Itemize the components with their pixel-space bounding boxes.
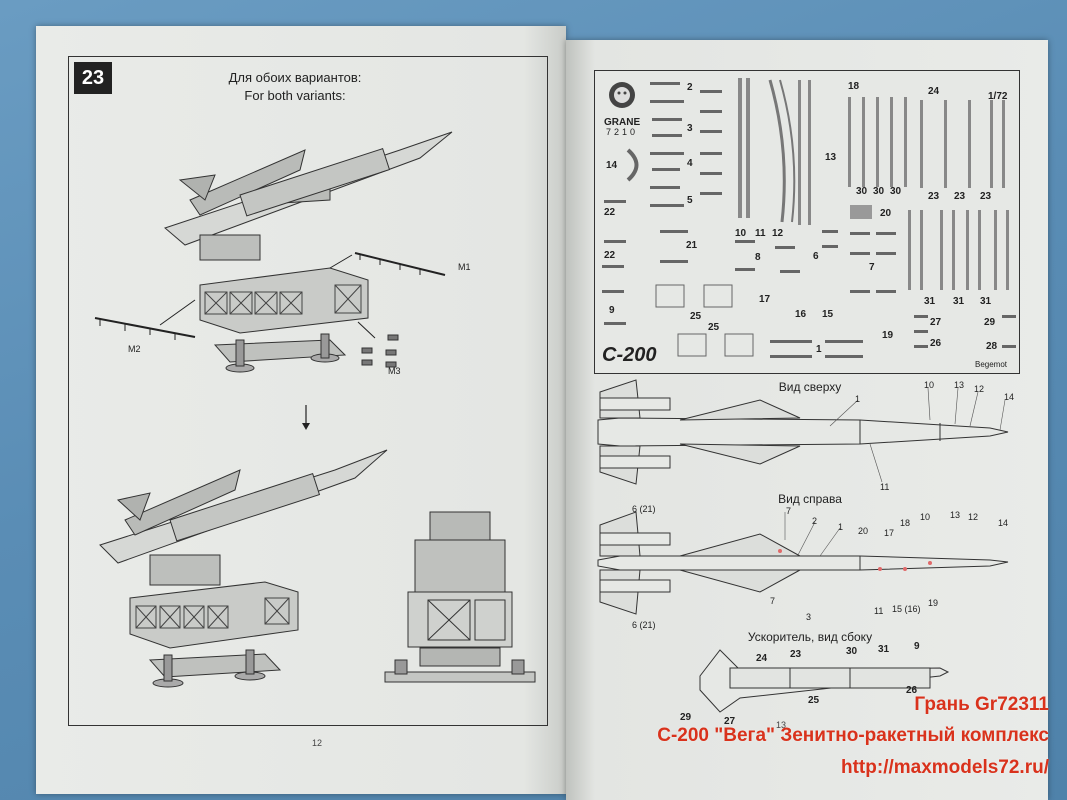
booster-callout: 25 [808,695,820,706]
side-callout: 7 [786,506,792,516]
decal-number: 25 [690,311,702,322]
watermark-kit-title: С-200 "Вега" Зенитно-ракетный комплекс [657,725,1049,746]
decal-number: 30 [873,186,885,197]
watermark-url[interactable]: http://maxmodels72.ru/ [841,757,1049,778]
decal-number: 29 [984,317,996,328]
decal-number: 1 [816,344,822,355]
top-callout: 1 [855,394,861,404]
decal-number: 22 [604,250,616,261]
decal-sheet-title: С-200 [602,344,657,366]
decal-number: 2 [687,82,693,93]
decal-number: 30 [856,186,868,197]
booster-callout: 29 [680,712,692,723]
decal-number: 19 [882,330,894,341]
decal-number: 14 [606,160,618,171]
view-top-title: Вид сверху [778,380,842,394]
top-callout: 12 [974,384,985,394]
side-callout: 15 (16) [892,604,921,614]
watermark-brand: Грань Gr72311 [914,694,1049,715]
decal-number: 26 [930,338,942,349]
side-callout: 11 [874,606,884,616]
side-callout: 10 [920,512,931,522]
decal-number: 21 [686,240,698,251]
side-callout: 12 [968,512,979,522]
booster-callout: 26 [906,685,918,696]
decal-number: 15 [822,309,834,320]
decal-brand: GRANE [604,117,641,128]
top-callout: 14 [1004,392,1015,402]
view-right-title: Вид справа [778,492,842,506]
decal-number: 30 [890,186,902,197]
decal-number: 10 [735,228,747,239]
decal-number: 18 [848,81,860,92]
side-callout: 1 [838,522,844,532]
part-label-m2: M2 [128,344,141,354]
view-booster-title: Ускоритель, вид сбоку [747,630,873,644]
decal-number: 8 [755,252,761,263]
left-page-number: 12 [312,738,323,748]
side-callout: 6 (21) [632,504,656,514]
decal-number: 28 [986,341,998,352]
decal-number: 7 [869,262,875,273]
decal-scale: 1/72 [988,91,1008,102]
decal-number: 31 [980,296,992,307]
decal-number: 23 [954,191,966,202]
right-page-number: 13 [776,720,787,730]
top-callout: 11 [880,482,890,492]
booster-callout: 23 [790,649,802,660]
caption-en: For both variants: [244,88,346,103]
step-number-badge: 23 [74,62,112,94]
decal-number: 3 [687,123,693,134]
side-callout: 6 (21) [632,620,656,630]
decal-number: 9 [609,305,615,316]
part-label-m3: M3 [388,366,401,376]
decal-number: 11 [755,228,766,239]
decal-number: 13 [825,152,837,163]
decal-number: 16 [795,309,807,320]
side-callout: 14 [998,518,1009,528]
decal-number: 6 [813,251,819,262]
decal-number: 25 [708,322,720,333]
decal-number: 20 [880,208,892,219]
left-page-frame [68,56,548,726]
decal-number: 23 [980,191,992,202]
decal-number: 4 [687,158,693,169]
decal-number: 24 [928,86,940,97]
side-callout: 2 [812,516,818,526]
decal-number: 5 [687,195,693,206]
side-callout: 13 [950,510,961,520]
decal-number: 12 [772,228,784,239]
caption-ru: Для обоих вариантов: [228,70,362,85]
decal-number: 23 [928,191,940,202]
side-callout: 17 [884,528,895,538]
booster-callout: 27 [724,716,736,727]
booster-callout: 24 [756,653,768,664]
part-label-m1: M1 [458,262,471,272]
booster-callout: 31 [878,644,890,655]
decal-maker: Begemot [975,360,1008,369]
decal-number: 27 [930,317,942,328]
decal-number: 31 [953,296,965,307]
side-callout: 18 [900,518,911,528]
decal-number: 17 [759,294,771,305]
decal-number: 22 [604,207,616,218]
side-callout: 3 [806,612,812,622]
side-callout: 7 [770,596,776,606]
booster-callout: 9 [914,641,920,652]
side-callout: 19 [928,598,939,608]
booster-callout: 30 [846,646,858,657]
top-callout: 10 [924,380,935,390]
top-callout: 13 [954,380,965,390]
decal-number: 31 [924,296,936,307]
side-callout: 20 [858,526,869,536]
decal-kit-number: 7210 [606,127,639,137]
